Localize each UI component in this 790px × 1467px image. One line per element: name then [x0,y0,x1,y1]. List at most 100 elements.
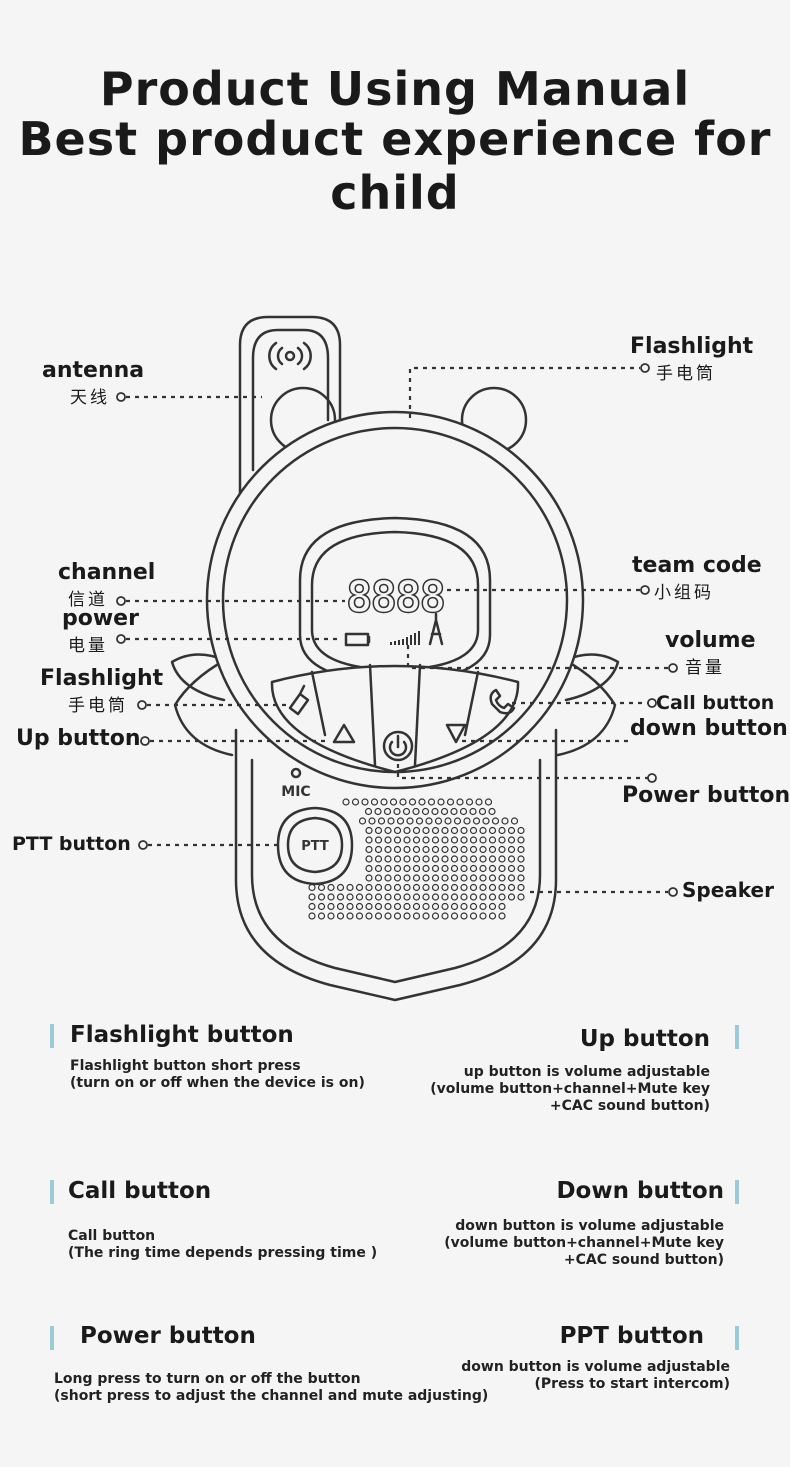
speaker-hole [355,912,364,920]
speaker-hole [422,836,430,844]
speaker-hole [450,912,459,920]
speaker-hole [460,864,468,873]
section-line: Call button [68,1228,156,1244]
speaker-hole [403,855,411,863]
speaker-hole [374,855,383,863]
speaker-hole [365,855,373,863]
speaker-hole [450,864,459,873]
speaker-hole [517,826,525,835]
speaker-hole [384,883,392,892]
speaker-hole [374,912,383,920]
mic-hole [290,767,302,779]
section-flashlight: Flashlight button Flashlight button shor… [70,1022,365,1092]
speaker-hole [431,874,440,882]
speaker-hole [507,864,516,873]
section-up: Up button up button is volume adjustable… [430,1026,710,1115]
speaker-hole [431,845,440,854]
speaker-hole [517,893,525,901]
speaker-hole [507,836,516,844]
section-title: Power button [80,1323,256,1349]
speaker-hole [412,893,421,901]
antenna-label-en: antenna [42,358,145,383]
speaker-hole [393,893,402,901]
section-title: Down button [556,1178,724,1204]
speaker-hole [450,807,458,816]
speaker-hole [498,836,506,844]
accent-bar [735,1180,739,1204]
speaker-hole [364,807,373,816]
speaker-hole [422,855,430,863]
speaker-hole [412,836,421,844]
speaker-hole [431,864,440,873]
speaker-hole [374,883,383,892]
volume-label-zh: 音量 [685,658,725,678]
speaker-hole [317,893,326,901]
speaker-hole [355,902,364,911]
speaker-hole [399,798,407,806]
ptt-outer [276,806,354,886]
speaker-hole [422,902,430,911]
speaker-hole [507,826,516,835]
speaker-hole [441,855,449,863]
callout-dot [640,585,650,595]
callout-dot [668,887,678,897]
speaker-hole [327,893,335,901]
speaker-grille [308,798,525,920]
speaker-hole [479,864,487,873]
speaker-hole [412,874,421,882]
speaker-hole [418,798,426,806]
speaker-hole [469,874,478,882]
up-button-label: Up button [16,726,141,751]
speaker-hole [421,807,430,816]
callout-dot [116,596,126,606]
down-button-label: down button [630,716,788,741]
speaker-hole [403,845,411,854]
speaker-hole [384,893,392,901]
speaker-hole [422,826,430,835]
flashlight-left-label-en: Flashlight [40,666,164,691]
speaker-hole [384,845,392,854]
mic-label: MIC [281,784,310,800]
section-line: down button is volume adjustable [455,1218,724,1234]
speaker-hole [365,893,373,901]
speaker-hole [507,893,516,901]
speaker-hole [501,817,509,825]
speaker-hole [336,902,345,911]
speaker-hole [384,836,392,844]
flashlight-icon [288,684,310,716]
section-line: (volume button+channel+Mute key [444,1235,724,1251]
speaker-hole [460,893,468,901]
speaker-hole [422,912,430,920]
speaker-hole [517,836,525,844]
speaker-hole [431,902,440,911]
speaker-hole [488,912,497,920]
speaker-hole [479,826,487,835]
speaker-hole [403,883,411,892]
speaker-hole [422,883,430,892]
power-button-label: Power button [622,783,790,808]
speaker-hole [346,883,354,892]
speaker-hole [412,855,421,863]
section-line: Long press to turn on or off the button [54,1371,361,1387]
speaker-hole [365,883,373,892]
speaker-hole [498,902,506,911]
speaker-hole [317,883,326,892]
section-ppt: PPT button down button is volume adjusta… [461,1323,730,1393]
speaker-hole [393,912,402,920]
antenna-label-zh: 天线 [70,388,110,408]
speaker-hole [441,826,449,835]
speaker-hole [450,826,459,835]
speaker-hole [431,836,440,844]
speaker-hole [444,817,452,825]
speaker-hole [465,798,474,806]
speaker-hole [408,798,417,806]
speaker-hole [377,817,386,825]
antenna-inner [251,328,330,472]
ptt-label: PTT [301,839,329,854]
section-title: Up button [579,1026,710,1052]
callout-dot [116,634,126,644]
speaker-hole [469,836,478,844]
section-line: down button is volume adjustable [461,1359,730,1375]
speaker-hole [393,836,402,844]
speaker-hole [308,893,316,901]
